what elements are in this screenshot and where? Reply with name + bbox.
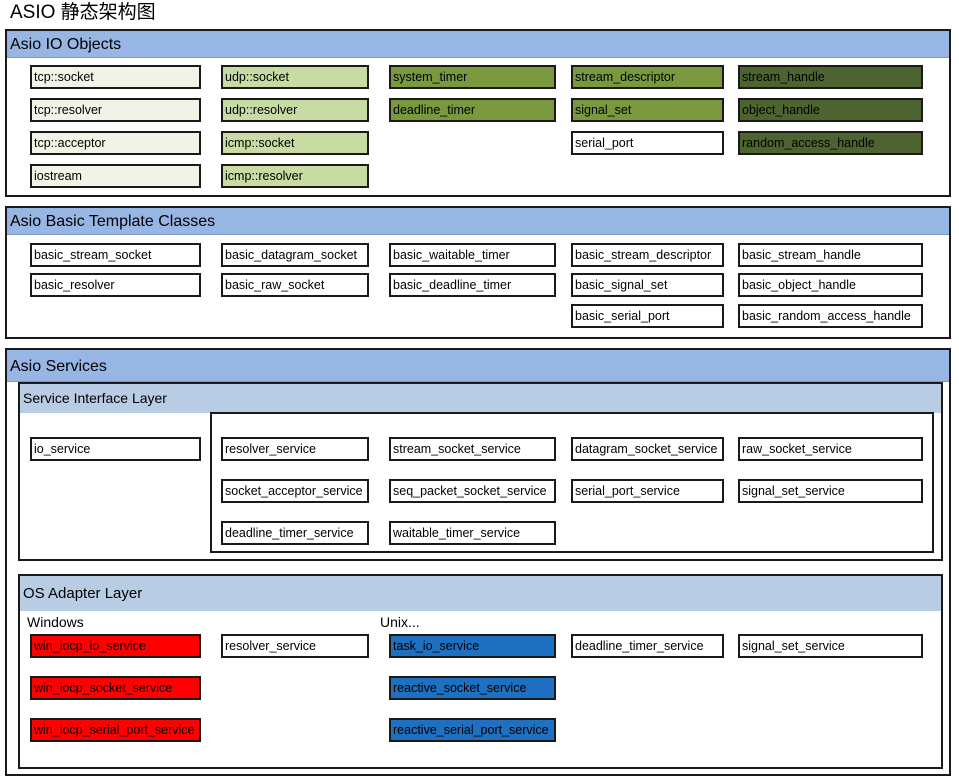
seq-packet-socket-service-box: seq_packet_socket_service <box>389 479 556 503</box>
reactive-socket-service-box: reactive_socket_service <box>389 676 556 700</box>
basic-stream-socket-box: basic_stream_socket <box>30 243 201 267</box>
deadline-timer-service-box: deadline_timer_service <box>221 521 369 545</box>
service-interface-layer-header: Service Interface Layer <box>20 384 941 413</box>
tcp-resolver-box: tcp::resolver <box>30 98 201 122</box>
resolver-service-box: resolver_service <box>221 437 369 461</box>
random-access-handle-box: random_access_handle <box>738 131 923 155</box>
os-signal-set-service-box: signal_set_service <box>738 634 923 658</box>
unix-label: Unix... <box>380 614 420 630</box>
raw-socket-service-box: raw_socket_service <box>738 437 923 461</box>
icmp-socket-box: icmp::socket <box>221 131 369 155</box>
basic-stream-handle-box: basic_stream_handle <box>738 243 923 267</box>
serial-port-service-box: serial_port_service <box>571 479 724 503</box>
services-header: Asio Services <box>7 350 949 382</box>
icmp-resolver-box: icmp::resolver <box>221 164 369 188</box>
socket-acceptor-service-box: socket_acceptor_service <box>221 479 369 503</box>
stream-socket-service-box: stream_socket_service <box>389 437 556 461</box>
win-iocp-io-service-box: win_iocp_io_service <box>30 634 201 658</box>
waitable-timer-service-box: waitable_timer_service <box>389 521 556 545</box>
udp-resolver-box: udp::resolver <box>221 98 369 122</box>
deadline-timer-box: deadline_timer <box>389 98 556 122</box>
os-adapter-layer-header: OS Adapter Layer <box>20 576 941 611</box>
basic-stream-descriptor-box: basic_stream_descriptor <box>571 243 724 267</box>
stream-handle-box: stream_handle <box>738 65 923 89</box>
io-objects-header: Asio IO Objects <box>7 31 949 58</box>
os-deadline-timer-service-box: deadline_timer_service <box>571 634 724 658</box>
os-resolver-service-box: resolver_service <box>221 634 369 658</box>
diagram-title: ASIO 静态架构图 <box>10 2 156 23</box>
basic-deadline-timer-box: basic_deadline_timer <box>389 273 556 297</box>
udp-socket-box: udp::socket <box>221 65 369 89</box>
io-service-box: io_service <box>30 437 201 461</box>
iostream-box: iostream <box>30 164 201 188</box>
datagram-socket-service-box: datagram_socket_service <box>571 437 724 461</box>
basic-resolver-box: basic_resolver <box>30 273 201 297</box>
win-iocp-serial-port-service-box: win_iocp_serial_port_service <box>30 718 201 742</box>
basic-random-access-handle-box: basic_random_access_handle <box>738 304 923 328</box>
basic-raw-socket-box: basic_raw_socket <box>221 273 369 297</box>
object-handle-box: object_handle <box>738 98 923 122</box>
basic-serial-port-box: basic_serial_port <box>571 304 724 328</box>
serial-port-box: serial_port <box>571 131 724 155</box>
basic-datagram-socket-box: basic_datagram_socket <box>221 243 369 267</box>
windows-label: Windows <box>27 614 84 630</box>
system-timer-box: system_timer <box>389 65 556 89</box>
templates-header: Asio Basic Template Classes <box>7 208 949 235</box>
signal-set-service-box: signal_set_service <box>738 479 923 503</box>
signal-set-box: signal_set <box>571 98 724 122</box>
stream-descriptor-box: stream_descriptor <box>571 65 724 89</box>
service-interface-inner-frame <box>210 412 934 553</box>
win-iocp-socket-service-box: win_iocp_socket_service <box>30 676 201 700</box>
basic-signal-set-box: basic_signal_set <box>571 273 724 297</box>
tcp-acceptor-box: tcp::acceptor <box>30 131 201 155</box>
task-io-service-box: task_io_service <box>389 634 556 658</box>
service-interface-layer: Service Interface Layer <box>18 382 943 561</box>
tcp-socket-box: tcp::socket <box>30 65 201 89</box>
basic-object-handle-box: basic_object_handle <box>738 273 923 297</box>
basic-waitable-timer-box: basic_waitable_timer <box>389 243 556 267</box>
reactive-serial-port-service-box: reactive_serial_port_service <box>389 718 556 742</box>
